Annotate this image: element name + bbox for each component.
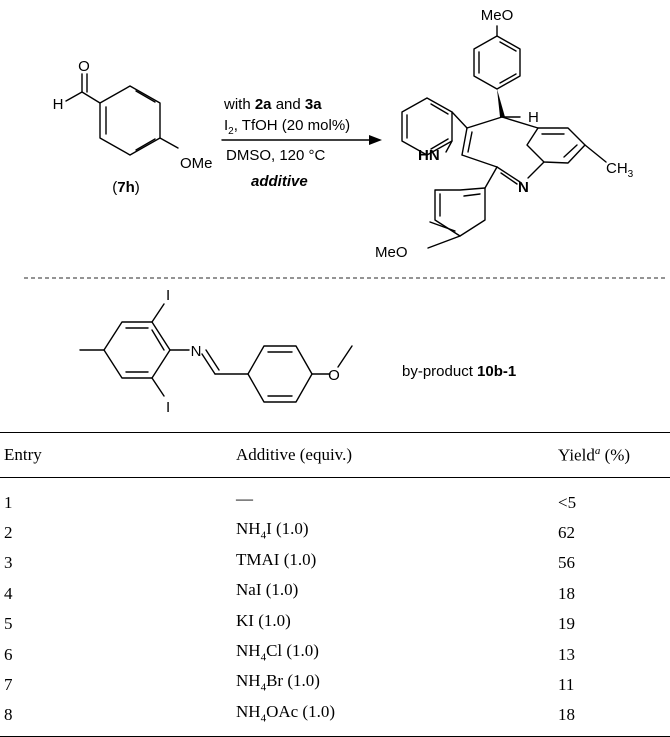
byproduct-n-label: N bbox=[191, 343, 202, 360]
cell-entry: 3 bbox=[4, 553, 13, 573]
cell-additive: NH4I (1.0) bbox=[236, 519, 309, 542]
results-table: Entry Additive (equiv.) Yielda (%) 1 — <… bbox=[0, 432, 670, 737]
table-header-row: Entry Additive (equiv.) Yielda (%) bbox=[0, 432, 670, 478]
cell-additive: NH4Br (1.0) bbox=[236, 671, 320, 694]
cell-yield: <5 bbox=[558, 492, 577, 512]
cell-entry: 7 bbox=[4, 675, 13, 695]
results-table-wrapper: Entry Additive (equiv.) Yielda (%) 1 — <… bbox=[0, 432, 670, 737]
header-additive: Additive (equiv.) bbox=[236, 445, 352, 464]
product-meo-top: MeO bbox=[481, 7, 514, 24]
cell-additive: NH4Cl (1.0) bbox=[236, 640, 319, 664]
product-h-label: H bbox=[528, 109, 539, 126]
reactant-compound-label: (7h) bbox=[112, 179, 140, 196]
table-row: 4 NaI (1.0) 18 bbox=[0, 578, 670, 608]
table-row: 3 TMAI (1.0) 56 bbox=[0, 548, 670, 578]
cell-additive: NaI (1.0) bbox=[236, 580, 299, 600]
table-row: 8 NH4OAc (1.0) 18 bbox=[0, 700, 670, 737]
reactant-ome-label: OMe bbox=[180, 155, 213, 172]
cell-entry: 5 bbox=[4, 614, 13, 634]
cell-entry: 8 bbox=[4, 705, 13, 725]
byproduct-label: by-product 10b-1 bbox=[402, 363, 516, 380]
table-row: 5 KI (1.0) 19 bbox=[0, 609, 670, 639]
cell-additive: — bbox=[236, 489, 253, 508]
table-row: 7 NH4Br (1.0) 11 bbox=[0, 669, 670, 699]
header-entry: Entry bbox=[4, 445, 42, 464]
product-meo-bottom: MeO bbox=[375, 244, 408, 261]
cell-yield: 56 bbox=[558, 553, 575, 573]
product-hn-label: HN bbox=[418, 147, 440, 164]
reactant-h-label: H bbox=[53, 96, 64, 113]
cell-yield: 19 bbox=[558, 614, 575, 634]
product-ch3-label: CH3 bbox=[606, 160, 634, 180]
header-yield: Yielda (%) bbox=[558, 444, 631, 465]
cell-yield: 62 bbox=[558, 523, 575, 543]
cell-entry: 4 bbox=[4, 583, 13, 603]
byproduct-i1-label: I bbox=[166, 287, 170, 304]
conditions-line-1: with 2a and 3a bbox=[223, 96, 322, 113]
cell-yield: 11 bbox=[558, 675, 575, 695]
conditions-line-4: additive bbox=[251, 173, 308, 190]
reaction-scheme: O H OMe (7h) with 2a and 3a I2, TfOH (20… bbox=[24, 7, 666, 416]
product-n-label: N bbox=[518, 179, 529, 196]
conditions-line-2: I2, TfOH (20 mol%) bbox=[224, 117, 350, 137]
cell-entry: 2 bbox=[4, 523, 13, 543]
cell-yield: 18 bbox=[558, 583, 575, 603]
cell-additive: KI (1.0) bbox=[236, 610, 291, 630]
cell-yield: 13 bbox=[558, 644, 575, 664]
byproduct-structure bbox=[79, 303, 353, 403]
cell-entry: 6 bbox=[4, 644, 13, 664]
table-row: 1 — <5 bbox=[0, 478, 670, 518]
conditions-line-3: DMSO, 120 °C bbox=[226, 147, 326, 164]
cell-entry: 1 bbox=[4, 492, 13, 512]
reactant-structure bbox=[65, 73, 179, 156]
table-row: 6 NH4Cl (1.0) 13 bbox=[0, 639, 670, 669]
table-row: 2 NH4I (1.0) 62 bbox=[0, 517, 670, 547]
byproduct-o-label: O bbox=[328, 367, 340, 384]
product-structure bbox=[401, 25, 607, 249]
cell-additive: NH4OAc (1.0) bbox=[236, 701, 335, 725]
cell-additive: TMAI (1.0) bbox=[236, 549, 317, 569]
cell-yield: 18 bbox=[558, 705, 575, 725]
byproduct-i2-label: I bbox=[166, 399, 170, 416]
reaction-arrow-head bbox=[369, 135, 382, 145]
reactant-o-label: O bbox=[78, 58, 90, 75]
